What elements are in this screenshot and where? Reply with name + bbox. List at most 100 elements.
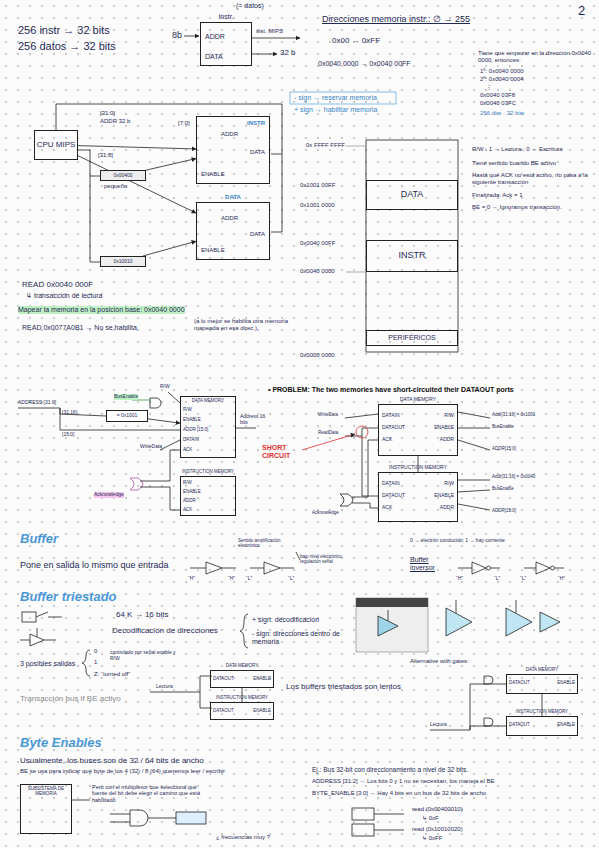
box-title: INSTRUCTION MEMORY bbox=[211, 696, 273, 701]
box-title: DATA MEMORY bbox=[181, 399, 235, 404]
note-text: 256 dirs · 32 bits bbox=[480, 110, 524, 117]
brace bbox=[82, 650, 90, 676]
box-title: SUBSISTEMA DE MEMORIA bbox=[21, 787, 71, 797]
note-text: Addr[31:16] = 0x0040 bbox=[492, 474, 535, 479]
note-text: 0x00 → 0xFF bbox=[332, 36, 380, 45]
note-text: BYTE_ENABLE [3:0] → Hay 4 bits en un bus… bbox=[312, 790, 597, 797]
or-gate bbox=[340, 494, 353, 506]
bus-connector bbox=[78, 146, 196, 149]
note-text: - sign: direcciones dentro de memoria bbox=[252, 630, 352, 646]
note-text: [31:0] bbox=[100, 110, 115, 117]
note-text: Sentido amplificación electrónico bbox=[238, 538, 294, 548]
note-text: Usualmente, los buses son de 32 / 64 bit… bbox=[20, 756, 204, 765]
note-text: “H” bbox=[456, 576, 463, 582]
buffer-wire bbox=[280, 568, 294, 569]
buffer-wire bbox=[222, 568, 236, 569]
tristate-symbol bbox=[446, 608, 472, 636]
port-label: DATAOUT bbox=[213, 709, 234, 714]
note-text: 256 instr → 32 bits bbox=[18, 24, 110, 37]
port-label: ADDR [15:0] bbox=[183, 428, 208, 433]
port-label: DATAOUT bbox=[213, 677, 234, 682]
note-text: [7:0] bbox=[178, 120, 190, 127]
note-text: ↳ transacción de lectura bbox=[26, 292, 102, 300]
slide-thumbnail bbox=[356, 598, 428, 607]
port-label: ENABLE bbox=[253, 677, 271, 682]
note-text: Acknowledge bbox=[312, 510, 339, 515]
highlight-box bbox=[290, 92, 396, 104]
note-text: bajo nivel electrónico regulación señal bbox=[300, 554, 360, 564]
note-text: “H” bbox=[188, 576, 195, 582]
tristate-wire bbox=[44, 640, 56, 641]
note-text: 0x0040 00FF bbox=[300, 240, 335, 247]
port-label: DATA bbox=[250, 149, 265, 156]
mips-arrow bbox=[252, 38, 300, 39]
note-text: WriteData bbox=[140, 444, 162, 450]
note-text: Decodificación de direcciones bbox=[112, 626, 218, 635]
note-text: ADDRESS [31:2] → Los bits 0 y 1 no se ne… bbox=[312, 778, 597, 785]
and-gate bbox=[130, 810, 148, 826]
box-title: INSTRUCTION MEMORY bbox=[507, 710, 577, 715]
memory-box: CPU MIPS bbox=[34, 130, 78, 160]
port-label: ADDR bbox=[183, 499, 196, 504]
slide-thumbnail bbox=[356, 598, 428, 652]
memory-box: INSTR bbox=[366, 240, 458, 272]
brace bbox=[240, 614, 248, 648]
note-text: 0 → electrón conducido; 1 → hay corrient… bbox=[410, 538, 540, 544]
note-text: ReadData bbox=[318, 430, 338, 435]
buffer-symbol bbox=[206, 562, 222, 574]
short-arrow bbox=[302, 434, 355, 450]
port-label: ENABLE bbox=[557, 723, 575, 728]
switch-symbol bbox=[36, 612, 48, 617]
tristate-wire bbox=[20, 640, 30, 641]
memory-box: INSTRUCTION MEMORYR/WENABLEADDRACK bbox=[180, 476, 236, 516]
box-title: PERIFÉRICOS bbox=[367, 331, 457, 345]
bus-connector bbox=[143, 241, 196, 256]
note-text: “L” bbox=[494, 576, 500, 582]
note-text: 0x0040 03FC bbox=[480, 100, 516, 107]
bus-connector bbox=[148, 419, 180, 423]
note-text: ⋮ bbox=[486, 84, 492, 91]
enable-wire bbox=[90, 176, 100, 262]
enable-wire bbox=[516, 600, 517, 613]
memory-box: DATA MEMORYDATAOUTENABLE bbox=[506, 674, 578, 694]
note-text: Tiene que empezar en la dirección 0x0040… bbox=[478, 50, 593, 64]
memory-box: DATA MEMORYR/WENABLEADDR [15:0]DATAINACK bbox=[180, 396, 236, 458]
buffer-wire bbox=[458, 568, 472, 569]
box-title: DATA MEMORY bbox=[507, 668, 577, 673]
memory-box: DATA bbox=[366, 180, 458, 210]
note-text: WriteData bbox=[318, 412, 338, 417]
memory-box: INSTRADDRDATAENABLE bbox=[196, 116, 270, 184]
switch-symbol bbox=[22, 612, 36, 622]
memory-box: INSTRUCTION MEMORYDATAOUTENABLE bbox=[210, 702, 274, 720]
box-title: 0x10010 bbox=[101, 257, 145, 266]
addr-wire bbox=[458, 440, 490, 450]
port-label: ACK bbox=[183, 448, 192, 453]
note-text: 2º: 0x0040 0004 bbox=[480, 76, 524, 83]
ack-wire bbox=[140, 450, 180, 481]
port-label: DATAIN bbox=[183, 438, 199, 443]
enable-wire bbox=[37, 628, 38, 637]
or-gate bbox=[130, 478, 143, 490]
and-gate bbox=[484, 718, 493, 726]
note-text: (a lo mejor se habilita otra memoria map… bbox=[194, 318, 299, 332]
buffer-wire bbox=[555, 568, 564, 569]
port-label: ENABLE bbox=[201, 171, 225, 178]
inverter-symbol bbox=[472, 562, 486, 574]
port-label: ENABLE bbox=[557, 681, 575, 686]
note-text: READ 0x0077A0B1 → No se habilita bbox=[22, 324, 137, 332]
enable-wire bbox=[458, 428, 490, 429]
note-text: R/W bbox=[160, 384, 170, 390]
port-label: DATA bbox=[250, 231, 265, 238]
note-text: READ 0x0040 000F bbox=[22, 280, 93, 289]
memory-box: DATAADDRDATAENABLE bbox=[196, 202, 270, 260]
note-text: Lectura bbox=[156, 684, 173, 690]
note-text: BE = 0 → Ignoramos transacción. bbox=[472, 204, 594, 211]
note-text: 0x1001 0000 bbox=[300, 202, 335, 209]
port-label: ENABLE bbox=[183, 490, 201, 495]
address-wire bbox=[60, 408, 180, 430]
note-text: R/W : 1 → Lectura ; 0 → Escritura bbox=[472, 146, 594, 153]
buffer-wire bbox=[524, 568, 536, 569]
buffer-symbol bbox=[264, 562, 280, 574]
note-text: 0x FFFF FFFF bbox=[306, 142, 345, 149]
